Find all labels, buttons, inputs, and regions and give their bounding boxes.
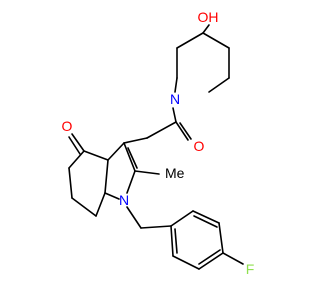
- bond: [127, 147, 138, 169]
- bond: [176, 32, 204, 49]
- bond-lines: [68, 24, 244, 270]
- bond: [68, 136, 81, 155]
- bond: [222, 252, 244, 265]
- ketone-oxygen-label: O: [62, 118, 73, 134]
- amide-oxygen-label: O: [194, 138, 205, 154]
- bond: [192, 210, 220, 224]
- atom-labels: OH N O O N Me F: [62, 9, 255, 277]
- bond: [172, 255, 200, 270]
- bond: [126, 170, 136, 194]
- methyl-label: Me: [165, 165, 185, 181]
- bond: [198, 252, 224, 270]
- bond: [83, 150, 109, 161]
- bond: [104, 159, 109, 194]
- bond: [179, 122, 192, 140]
- bond: [170, 225, 174, 257]
- bond: [174, 228, 178, 254]
- bond: [202, 24, 210, 34]
- bond: [218, 222, 224, 254]
- bond: [174, 77, 178, 93]
- piperidine-nitrogen-label: N: [170, 91, 180, 107]
- bond: [68, 167, 73, 199]
- bond: [140, 225, 172, 229]
- indole-nitrogen-label: N: [119, 192, 129, 208]
- bond: [193, 215, 218, 228]
- fluorine-label: F: [246, 261, 255, 277]
- bond: [146, 121, 177, 139]
- bond: [68, 150, 85, 169]
- bond: [170, 210, 194, 227]
- bond: [71, 197, 97, 217]
- bond: [175, 121, 189, 141]
- hydroxyl-label: OH: [198, 9, 219, 25]
- bond: [123, 142, 136, 172]
- bond: [104, 192, 120, 200]
- molecule-structure: OH N O O N Me F: [62, 9, 255, 277]
- bond: [126, 206, 142, 229]
- bond: [172, 107, 177, 123]
- bond: [71, 133, 85, 152]
- bond: [107, 142, 125, 161]
- bond: [95, 192, 106, 217]
- bond: [202, 32, 230, 49]
- bond: [208, 77, 230, 93]
- bond: [134, 170, 160, 175]
- bond: [123, 137, 148, 144]
- bond: [198, 249, 221, 265]
